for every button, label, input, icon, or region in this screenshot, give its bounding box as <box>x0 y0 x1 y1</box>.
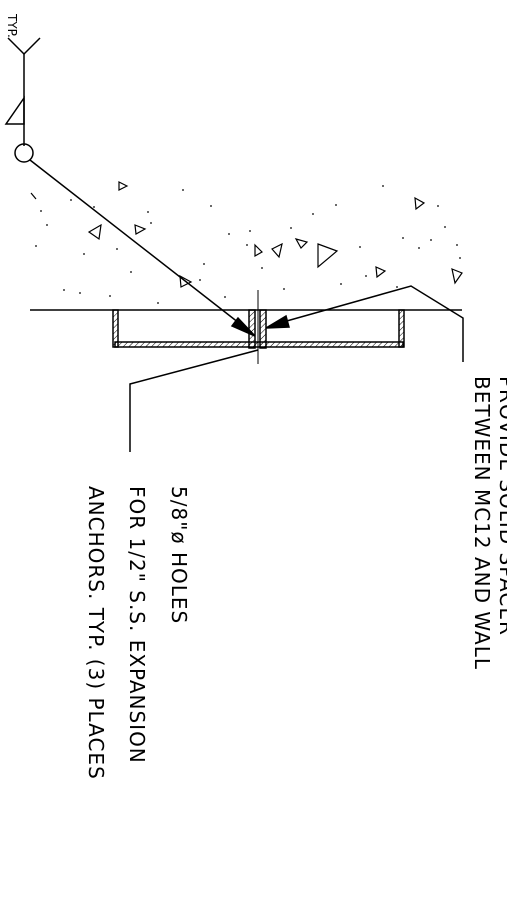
weld-typ-label: TYP. <box>5 13 19 38</box>
holes-note-line1: 5/8"ø HOLES <box>167 486 191 624</box>
holes-note-line2: FOR 1/2" S.S. EXPANSION <box>125 486 149 764</box>
solid-spacer <box>248 309 267 349</box>
spacer-leader <box>265 285 464 362</box>
spacer-leader-arrowhead <box>265 314 290 329</box>
channel-web <box>114 341 404 348</box>
weld-tail-upper <box>7 37 25 55</box>
holes-leader <box>129 349 259 452</box>
mc12-channel-section <box>112 309 405 348</box>
channel-flange-left <box>112 309 119 348</box>
spacer-note: PROVIDE SOLID SPACER BETWEEN MC12 AND WA… <box>470 376 507 670</box>
weld-symbol <box>4 37 41 163</box>
concrete-aggregate <box>30 181 463 288</box>
weld-all-around-icon <box>14 143 34 163</box>
spacer-note-line2: BETWEEN MC12 AND WALL <box>470 376 494 670</box>
holes-note-line3: ANCHORS. TYP. (3) PLACES <box>84 486 108 780</box>
weld-tail-lower <box>23 37 41 55</box>
channel-flange-right <box>398 309 405 348</box>
fillet-weld-icon <box>4 95 25 125</box>
concrete-speckle <box>35 185 461 304</box>
holes-note: 5/8"ø HOLES FOR 1/2" S.S. EXPANSION ANCH… <box>84 486 191 780</box>
spacer-note-line1: PROVIDE SOLID SPACER <box>495 376 507 636</box>
